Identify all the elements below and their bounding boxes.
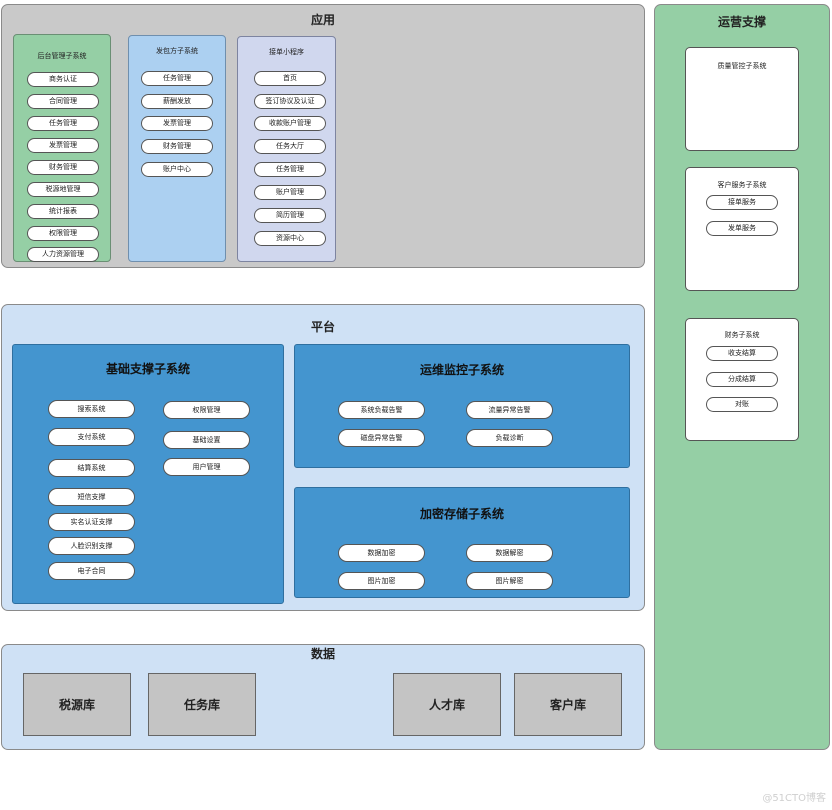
admin-item-finance[interactable]: 财务管理 xyxy=(27,160,99,175)
finance-title: 财务子系统 xyxy=(724,331,760,339)
miniapp-item-receive-account[interactable]: 收款账户管理 xyxy=(254,116,326,131)
ops-monitor-title: 运维监控子系统 xyxy=(419,363,504,377)
miniapp-item-account[interactable]: 账户管理 xyxy=(254,185,326,200)
admin-subsystem: 后台管理子系统 商务认证 合同管理 任务管理 发票管理 财务管理 税源地管理 统… xyxy=(13,34,111,262)
crypto-item-data-decrypt[interactable]: 数据解密 xyxy=(466,544,553,562)
miniapp-item-agreement[interactable]: 签订协议及认证 xyxy=(254,94,326,109)
miniapp-item-home[interactable]: 首页 xyxy=(254,71,326,86)
contractor-item-task[interactable]: 任务管理 xyxy=(141,71,213,86)
basic-item-search[interactable]: 搜索系统 xyxy=(48,400,135,418)
order-miniapp-title: 接单小程序 xyxy=(269,48,304,56)
ops-item-traffic-alert[interactable]: 流量异常告警 xyxy=(466,401,553,419)
contractor-item-finance[interactable]: 财务管理 xyxy=(141,139,213,154)
ops-item-disk-alert[interactable]: 磁盘异常告警 xyxy=(338,429,425,447)
customer-service-subsystem: 客户服务子系统 接单服务 发单服务 xyxy=(685,167,799,291)
finance-item-income-expense[interactable]: 收支结算 xyxy=(706,346,778,361)
crypto-item-image-encrypt[interactable]: 图片加密 xyxy=(338,572,425,590)
basic-item-realname[interactable]: 实名认证支撑 xyxy=(48,513,135,531)
data-layer-title: 数据 xyxy=(310,647,335,661)
miniapp-item-resource[interactable]: 资源中心 xyxy=(254,231,326,246)
watermark: @51CTO博客 xyxy=(762,793,826,804)
admin-subsystem-title: 后台管理子系统 xyxy=(37,52,87,60)
basic-item-payment[interactable]: 支付系统 xyxy=(48,428,135,446)
db-task[interactable]: 任务库 xyxy=(148,673,256,736)
miniapp-item-task[interactable]: 任务管理 xyxy=(254,162,326,177)
customer-item-order-receive[interactable]: 接单服务 xyxy=(706,195,778,210)
order-miniapp: 接单小程序 首页 签订协议及认证 收款账户管理 任务大厅 任务管理 账户管理 简… xyxy=(237,36,336,262)
customer-item-order-publish[interactable]: 发单服务 xyxy=(706,221,778,236)
admin-item-contract[interactable]: 合同管理 xyxy=(27,94,99,109)
finance-item-reconcile[interactable]: 对账 xyxy=(706,397,778,412)
db-tax-source[interactable]: 税源库 xyxy=(23,673,131,736)
data-layer: 数据 税源库 任务库 人才库 客户库 xyxy=(1,644,645,750)
admin-item-task[interactable]: 任务管理 xyxy=(27,116,99,131)
customer-service-title: 客户服务子系统 xyxy=(717,181,767,189)
db-talent[interactable]: 人才库 xyxy=(393,673,501,736)
ops-monitor-subsystem: 运维监控子系统 系统负载告警 流量异常告警 磁盘异常告警 负载诊断 xyxy=(294,344,630,468)
crypto-storage-subsystem: 加密存储子系统 数据加密 数据解密 图片加密 图片解密 xyxy=(294,487,630,598)
ops-support-title: 运营支撑 xyxy=(717,15,766,29)
ops-support-layer: 运营支撑 质量管控子系统 客户服务子系统 接单服务 发单服务 财务子系统 收支结… xyxy=(654,4,830,750)
admin-item-reports[interactable]: 统计报表 xyxy=(27,204,99,219)
contractor-item-account[interactable]: 账户中心 xyxy=(141,162,213,177)
basic-item-permissions[interactable]: 权限管理 xyxy=(163,401,250,419)
basic-item-user-mgmt[interactable]: 用户管理 xyxy=(163,458,250,476)
basic-item-econtract[interactable]: 电子合同 xyxy=(48,562,135,580)
contractor-subsystem: 发包方子系统 任务管理 薪酬发放 发票管理 财务管理 账户中心 xyxy=(128,35,226,262)
admin-item-invoice[interactable]: 发票管理 xyxy=(27,138,99,153)
contractor-item-salary[interactable]: 薪酬发放 xyxy=(141,94,213,109)
finance-item-revenue-share[interactable]: 分成结算 xyxy=(706,372,778,387)
basic-item-settlement[interactable]: 结算系统 xyxy=(48,459,135,477)
basic-support-title: 基础支撑子系统 xyxy=(105,362,190,376)
quality-control-title: 质量管控子系统 xyxy=(717,62,767,70)
miniapp-item-task-hall[interactable]: 任务大厅 xyxy=(254,139,326,154)
admin-item-business-auth[interactable]: 商务认证 xyxy=(27,72,99,87)
platform-layer-title: 平台 xyxy=(310,320,335,334)
admin-item-hr[interactable]: 人力资源管理 xyxy=(27,247,99,262)
ops-item-load-diagnosis[interactable]: 负载诊断 xyxy=(466,429,553,447)
quality-control-subsystem: 质量管控子系统 xyxy=(685,47,799,151)
basic-item-base-settings[interactable]: 基础设置 xyxy=(163,431,250,449)
app-layer: 应用 后台管理子系统 商务认证 合同管理 任务管理 发票管理 财务管理 税源地管… xyxy=(1,4,645,268)
platform-layer: 平台 基础支撑子系统 搜索系统 支付系统 结算系统 短信支撑 实名认证支撑 人脸… xyxy=(1,304,645,611)
crypto-storage-title: 加密存储子系统 xyxy=(419,507,504,521)
crypto-item-data-encrypt[interactable]: 数据加密 xyxy=(338,544,425,562)
basic-support-subsystem: 基础支撑子系统 搜索系统 支付系统 结算系统 短信支撑 实名认证支撑 人脸识别支… xyxy=(12,344,284,604)
finance-subsystem: 财务子系统 收支结算 分成结算 对账 xyxy=(685,318,799,441)
crypto-item-image-decrypt[interactable]: 图片解密 xyxy=(466,572,553,590)
basic-item-sms[interactable]: 短信支撑 xyxy=(48,488,135,506)
db-customer[interactable]: 客户库 xyxy=(514,673,622,736)
contractor-item-invoice[interactable]: 发票管理 xyxy=(141,116,213,131)
contractor-subsystem-title: 发包方子系统 xyxy=(156,47,198,55)
basic-item-face[interactable]: 人脸识别支撑 xyxy=(48,537,135,555)
app-layer-title: 应用 xyxy=(310,13,335,27)
admin-item-tax-source[interactable]: 税源地管理 xyxy=(27,182,99,197)
miniapp-item-resume[interactable]: 简历管理 xyxy=(254,208,326,223)
admin-item-permissions[interactable]: 权限管理 xyxy=(27,226,99,241)
ops-item-load-alert[interactable]: 系统负载告警 xyxy=(338,401,425,419)
